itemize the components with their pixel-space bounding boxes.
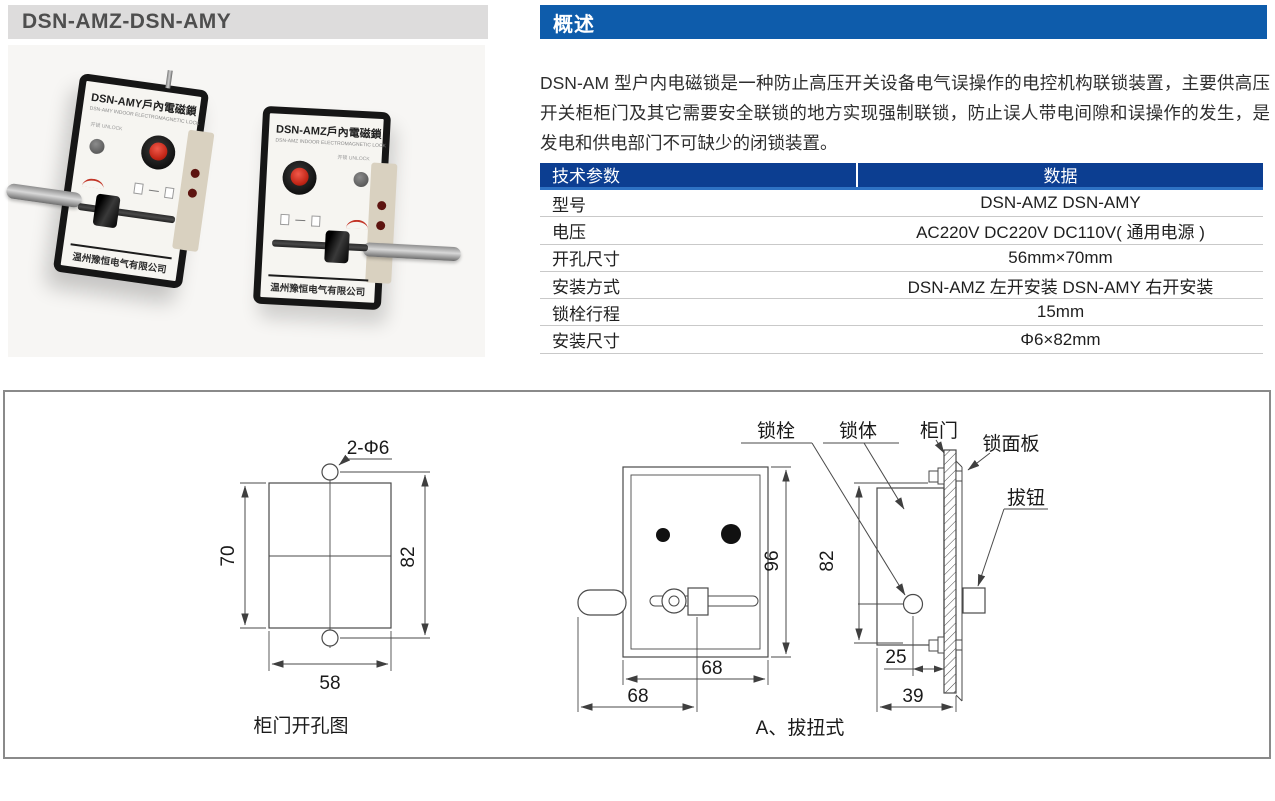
spec-label: 型号 — [552, 195, 586, 215]
overview-header-bar: 概述 — [540, 5, 1267, 39]
label-pull-knob: 拔钮 — [1007, 487, 1045, 509]
spec-table: 技术参数 数据 型号 DSN-AMZ DSN-AMY 电压 AC220V DC2… — [540, 163, 1263, 354]
dim-70: 70 — [218, 545, 239, 566]
pull-type-side-view — [741, 439, 1048, 712]
spec-value: 56mm×70mm — [1008, 247, 1113, 267]
door-hole-drawing — [240, 454, 430, 671]
pull-type-front-view — [577, 466, 791, 712]
dim-68-width: 68 — [701, 658, 722, 679]
spec-value: AC220V DC220V DC110V( 通用电源 ) — [916, 222, 1205, 242]
table-row: 安装方式 DSN-AMZ 左开安装 DSN-AMY 右开安装 — [540, 272, 1263, 300]
overview-title: 概述 — [553, 13, 595, 36]
spec-header-data: 数据 — [1043, 167, 1078, 186]
product-gallery: DSN-AMY戶內電磁鎖 DSN-AMY INDOOR ELECTROMAGNE… — [5, 45, 485, 357]
spec-value: Φ6×82mm — [1020, 329, 1101, 349]
spec-table-header: 技术参数 数据 — [540, 163, 1263, 190]
dim-25: 25 — [885, 647, 906, 668]
dim-96: 96 — [762, 550, 783, 571]
dim-39: 39 — [902, 686, 923, 707]
table-row: 锁栓行程 15mm — [540, 299, 1263, 327]
spec-label: 开孔尺寸 — [552, 250, 620, 270]
spec-label: 锁栓行程 — [552, 304, 620, 324]
spec-label: 安装尺寸 — [552, 332, 620, 352]
label-lock-body: 锁体 — [839, 420, 877, 442]
spec-label: 电压 — [552, 222, 586, 242]
pull-type-caption: A、拔扭式 — [756, 717, 845, 739]
table-row: 开孔尺寸 56mm×70mm — [540, 245, 1263, 272]
dim-68-rod: 68 — [627, 686, 648, 707]
spec-label: 安装方式 — [552, 277, 620, 297]
dim-82: 82 — [398, 546, 419, 567]
page-title: DSN-AMZ-DSN-AMY — [22, 10, 232, 33]
page-title-bar: DSN-AMZ-DSN-AMY — [8, 5, 488, 39]
label-cabinet-door: 柜门 — [920, 420, 958, 442]
spec-value: DSN-AMZ 左开安装 DSN-AMY 右开安装 — [907, 277, 1214, 297]
table-row: 电压 AC220V DC220V DC110V( 通用电源 ) — [540, 217, 1263, 245]
table-row: 安装尺寸 Φ6×82mm — [540, 326, 1263, 354]
spec-value: DSN-AMZ DSN-AMY — [980, 193, 1141, 213]
label-lock-bolt: 锁栓 — [757, 420, 795, 442]
overview-paragraph: DSN-AM 型户内电磁锁是一种防止高压开关设备电气误操作的电控机构联锁装置，主… — [540, 73, 1270, 153]
dim-58: 58 — [319, 673, 340, 694]
table-row: 型号 DSN-AMZ DSN-AMY — [540, 190, 1263, 218]
hole-label: 2-Φ6 — [347, 438, 390, 459]
dim-82-side: 82 — [817, 550, 838, 571]
spec-header-param: 技术参数 — [540, 163, 858, 187]
door-hole-caption: 柜门开孔图 — [253, 715, 348, 737]
spec-value: 15mm — [1036, 302, 1085, 322]
label-lock-panel: 锁面板 — [982, 433, 1039, 455]
drawings-panel — [3, 390, 1271, 759]
